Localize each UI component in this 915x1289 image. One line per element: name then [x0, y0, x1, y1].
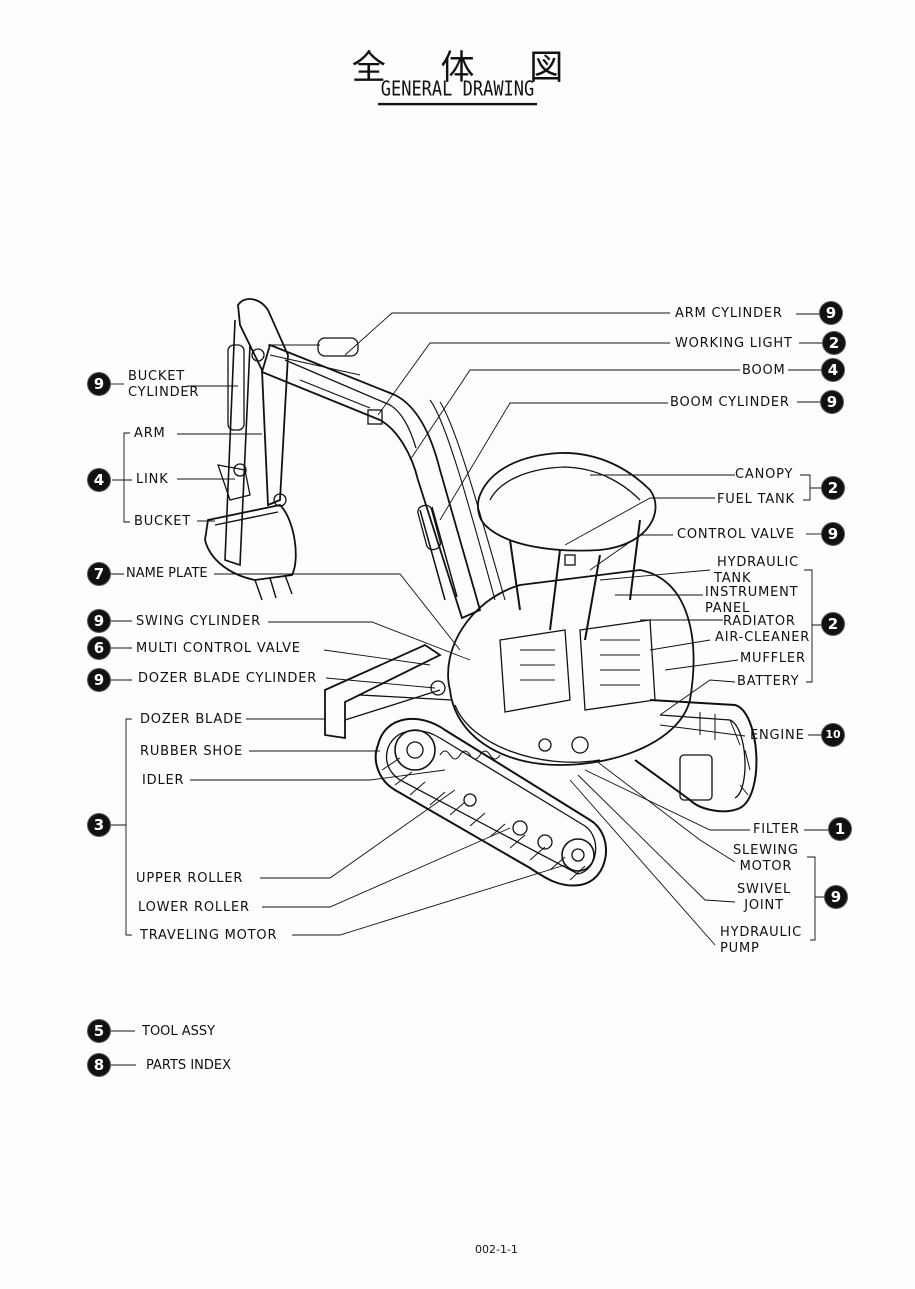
page-number: 002-1-1 — [475, 1243, 518, 1256]
label-multi-control-valve: MULTI CONTROL VALVE — [136, 641, 301, 656]
label-control-valve: CONTROL VALVE — [677, 527, 795, 542]
label-air-cleaner: AIR-CLEANER — [715, 630, 811, 645]
badge-multi-control-valve: 6 — [88, 637, 110, 659]
label-slewing-motor: SLEWING MOTOR — [733, 843, 799, 875]
label-swivel-joint-line2: JOINT — [744, 898, 784, 913]
label-tool-assy: TOOL ASSY — [142, 1024, 216, 1039]
badge-swing-cylinder: 9 — [88, 610, 110, 632]
link-shape — [217, 464, 251, 501]
label-hydraulic-tank-line2: TANK — [714, 571, 752, 586]
label-filter: FILTER — [753, 822, 800, 837]
label-canopy: CANOPY — [735, 467, 794, 482]
lower-roller — [512, 820, 528, 836]
label-battery: BATTERY — [737, 674, 800, 689]
badge-undercarriage-group: 3 — [88, 814, 110, 836]
badge-working-light: 2 — [823, 332, 845, 354]
badge-control-valve: 9 — [822, 523, 844, 545]
idler-wheel — [394, 729, 436, 771]
badge-name-plate: 7 — [88, 563, 110, 585]
label-hydraulic-tank: HYDRAULIC TANK — [712, 555, 804, 587]
label-swing-cylinder: SWING CYLINDER — [136, 614, 261, 629]
label-engine: ENGINE — [750, 728, 805, 743]
label-dozer-blade-cylinder: DOZER BLADE CYLINDER — [138, 671, 318, 686]
idler-spring — [439, 750, 501, 760]
label-hydraulic-pump: HYDRAULIC PUMP — [720, 925, 802, 957]
badge-arm-cylinder: 9 — [820, 302, 842, 324]
label-traveling-motor: TRAVELING MOTOR — [140, 928, 278, 943]
label-bucket-cylinder-line1: BUCKET — [128, 369, 185, 384]
badge-engine: 10 — [822, 724, 844, 746]
label-name-plate: NAME PLATE — [126, 566, 208, 581]
label-hydraulic-pump-line2: PUMP — [720, 941, 760, 956]
bucket-shape — [204, 464, 297, 601]
label-instrument-panel-line2: PANEL — [705, 601, 751, 616]
label-link: LINK — [136, 472, 169, 487]
label-rubber-shoe: RUBBER SHOE — [140, 744, 244, 759]
label-idler: IDLER — [142, 773, 185, 788]
badge-boom-cylinder: 9 — [821, 391, 843, 413]
label-parts-index: PARTS INDEX — [146, 1058, 232, 1073]
label-bucket-cylinder-line2: CYLINDER — [128, 385, 200, 400]
badge-tank-group: 2 — [822, 613, 844, 635]
page-title-japanese: 全 体 図 — [351, 48, 586, 88]
label-instrument-panel: INSTRUMENT PANEL — [705, 585, 798, 617]
label-bucket: BUCKET — [134, 514, 191, 529]
dozer-blade — [324, 643, 453, 740]
badge-canopy-group: 2 — [822, 477, 844, 499]
label-upper-roller: UPPER ROLLER — [136, 871, 244, 886]
bucket-cylinder-shape — [227, 344, 245, 431]
badge-bucket-cylinder: 9 — [88, 373, 110, 395]
rubber-track-right — [634, 699, 758, 813]
label-dozer-blade: DOZER BLADE — [140, 712, 243, 727]
label-swivel-joint: SWIVEL JOINT — [737, 882, 791, 914]
upper-structure — [447, 569, 695, 766]
label-hydraulic-tank-line1: HYDRAULIC — [717, 555, 799, 570]
label-arm: ARM — [134, 426, 166, 441]
boom-structure — [260, 343, 506, 620]
rubber-track-left — [374, 717, 607, 887]
label-boom: BOOM — [742, 363, 786, 378]
label-working-light: WORKING LIGHT — [675, 336, 793, 351]
badge-filter: 1 — [829, 818, 851, 840]
leader-lines — [111, 312, 829, 1066]
badge-parts-index: 8 — [88, 1054, 110, 1076]
label-boom-cylinder: BOOM CYLINDER — [670, 395, 790, 410]
arm-structure — [224, 298, 361, 567]
label-arm-cylinder: ARM CYLINDER — [675, 306, 783, 321]
label-lower-roller: LOWER ROLLER — [138, 900, 250, 915]
label-hydraulic-pump-line1: HYDRAULIC — [720, 925, 802, 940]
label-muffler: MUFFLER — [740, 651, 806, 666]
label-swivel-joint-line1: SWIVEL — [737, 882, 792, 897]
label-fuel-tank: FUEL TANK — [717, 492, 795, 507]
page-title: GENERAL DRAWING — [0, 78, 915, 106]
canopy — [477, 452, 657, 641]
badge-boom: 4 — [822, 359, 844, 381]
label-slewing-motor-line1: SLEWING — [733, 843, 799, 858]
working-light-shape — [367, 409, 383, 425]
label-radiator: RADIATOR — [723, 614, 796, 629]
arm-cylinder-shape — [317, 337, 359, 357]
label-slewing-motor-line2: MOTOR — [739, 859, 793, 874]
label-bucket-cylinder: BUCKET CYLINDER — [128, 369, 199, 401]
badge-motor-group: 9 — [825, 886, 847, 908]
traveling-motor-hub — [561, 838, 595, 872]
badge-tool-assy: 5 — [88, 1020, 110, 1042]
label-instrument-panel-line1: INSTRUMENT — [705, 585, 799, 600]
badge-dozer-blade-cylinder: 9 — [88, 669, 110, 691]
page-title-text: GENERAL DRAWING — [377, 78, 538, 106]
boom-cylinder-shape — [419, 506, 458, 601]
badge-arm-group: 4 — [88, 469, 110, 491]
